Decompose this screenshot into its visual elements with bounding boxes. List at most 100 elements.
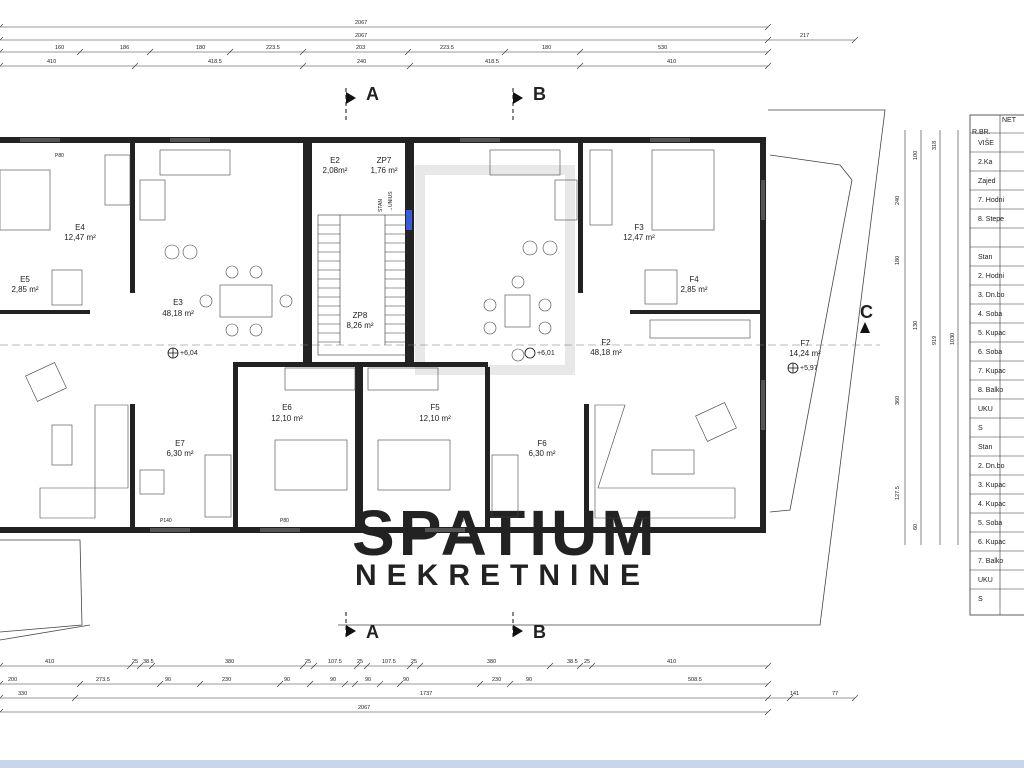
dim-top-total: 2067 <box>355 20 367 26</box>
dimension-tick <box>306 680 314 688</box>
dimension-tick <box>764 48 772 56</box>
dimension-tick <box>0 62 4 67</box>
dim-bot-1-0: 410 <box>45 659 54 665</box>
section-a-top: A <box>366 84 379 104</box>
room-e2-area: 2,08m² <box>323 166 348 175</box>
room-e5-area: 2,85 m² <box>11 285 38 294</box>
dimension-tick <box>136 662 144 670</box>
dim-bot-1-8: 25 <box>411 659 417 665</box>
dim-right-1-6: 60 <box>913 524 919 530</box>
dim-right-1-2: 180 <box>895 256 901 265</box>
dim-bot-3-1: 1737 <box>420 691 432 697</box>
dim-bot-2-7: 90 <box>403 677 409 683</box>
label-unius: →UNIUS <box>388 191 394 212</box>
section-b-top: B <box>533 84 546 104</box>
dim-bot-2-8: 230 <box>492 677 501 683</box>
room-zp7-id: ZP7 <box>377 156 392 165</box>
table-row: S <box>978 425 983 432</box>
table-row: UKU <box>978 577 993 584</box>
dim-right-2-0: 318 <box>932 141 938 150</box>
dim-top-overhang: 217 <box>800 33 809 39</box>
top-dimension-chains <box>0 23 859 70</box>
dimension-tick <box>126 662 134 670</box>
table-row: 2.Ka <box>978 159 993 166</box>
dimension-tick <box>764 36 772 44</box>
dim-top-3-7: 530 <box>658 45 667 51</box>
dim-bot-1-10: 38.5 <box>567 659 578 665</box>
room-e5-id: E5 <box>20 275 30 284</box>
dim-bot-2-1: 273.5 <box>96 677 110 683</box>
room-f7-id: F7 <box>800 339 810 348</box>
dimension-tick <box>501 48 509 56</box>
dim-top-3-5: 223.5 <box>440 45 454 51</box>
dimension-tick <box>576 62 584 70</box>
dim-top-4-2: 240 <box>357 59 366 65</box>
watermark-line2: NEKRETNINE <box>355 559 650 592</box>
room-f5-id: F5 <box>430 403 440 412</box>
room-f2-id: F2 <box>601 338 611 347</box>
table-header-net: NET <box>1002 117 1017 124</box>
dimension-tick <box>299 62 307 70</box>
dimension-tick <box>0 23 4 28</box>
label-p140: P140 <box>160 518 172 524</box>
building-walls <box>0 137 766 533</box>
dimension-tick <box>576 48 584 56</box>
dimension-tick <box>376 680 384 688</box>
dim-bot-1-7: 107.5 <box>382 659 396 665</box>
room-f6-id: F6 <box>537 439 547 448</box>
dim-bot-1-6: 25 <box>357 659 363 665</box>
dimension-tick <box>353 662 361 670</box>
dim-bot-1-11: 25 <box>584 659 590 665</box>
dimension-tick <box>576 662 584 670</box>
dim-bot-1-4: 25 <box>305 659 311 665</box>
room-f7-area: 14,24 m² <box>789 349 821 358</box>
dim-bot-2-0: 200 <box>8 677 17 683</box>
dim-bot-1-9: 380 <box>487 659 496 665</box>
room-e2-id: E2 <box>330 156 340 165</box>
dim-bot-2-4: 90 <box>284 677 290 683</box>
table-row: 8. Balko <box>978 387 1003 394</box>
bottom-scroll-strip <box>0 760 1024 768</box>
dimension-tick <box>764 62 772 70</box>
dimension-tick <box>299 662 307 670</box>
dim-bot-1-5: 107.5 <box>328 659 342 665</box>
dimension-tick <box>0 662 4 667</box>
label-stan: STAN <box>378 199 384 212</box>
label-p80-bottom-1: P80 <box>280 518 289 524</box>
dim-right-1-5: 127.5 <box>895 486 901 500</box>
label-p80-top: P80 <box>55 153 64 159</box>
dim-bot-2-5: 90 <box>330 677 336 683</box>
table-row: Zajed <box>978 178 996 185</box>
right-dimension-chains <box>904 130 959 545</box>
dim-bot-2-9: 90 <box>526 677 532 683</box>
table-row: 4. Kupac <box>978 501 1006 508</box>
dimension-tick <box>764 23 772 31</box>
dimension-tick <box>310 662 318 670</box>
table-row: 3. Kupac <box>978 482 1006 489</box>
dimension-tick <box>341 680 349 688</box>
dimension-tick <box>196 680 204 688</box>
dim-bot-2-2: 90 <box>165 677 171 683</box>
dim-top-3-6: 180 <box>542 45 551 51</box>
dim-top-3-4: 203 <box>356 45 365 51</box>
dimension-tick <box>71 694 79 702</box>
table-row: 7. Balko <box>978 558 1003 565</box>
table-row: 6. Kupac <box>978 539 1006 546</box>
room-e7-id: E7 <box>175 439 185 448</box>
dim-right-1-3: 130 <box>913 321 919 330</box>
dimension-tick <box>276 680 284 688</box>
terrace-outline <box>0 109 886 641</box>
dim-bot-4-0: 2067 <box>358 705 370 711</box>
dimension-tick <box>851 36 859 44</box>
table-row: 3. Dn.bo <box>978 292 1005 299</box>
dimension-tick <box>416 662 424 670</box>
room-zp8-id: ZP8 <box>353 311 368 320</box>
table-row: 5. Kupac <box>978 330 1006 337</box>
section-markers: A B A B C <box>0 84 880 642</box>
room-f4-id: F4 <box>689 275 699 284</box>
table-header-rbr: R.BR. <box>972 129 991 136</box>
room-zp7-area: 1,76 m² <box>370 166 397 175</box>
dimension-tick <box>476 680 484 688</box>
